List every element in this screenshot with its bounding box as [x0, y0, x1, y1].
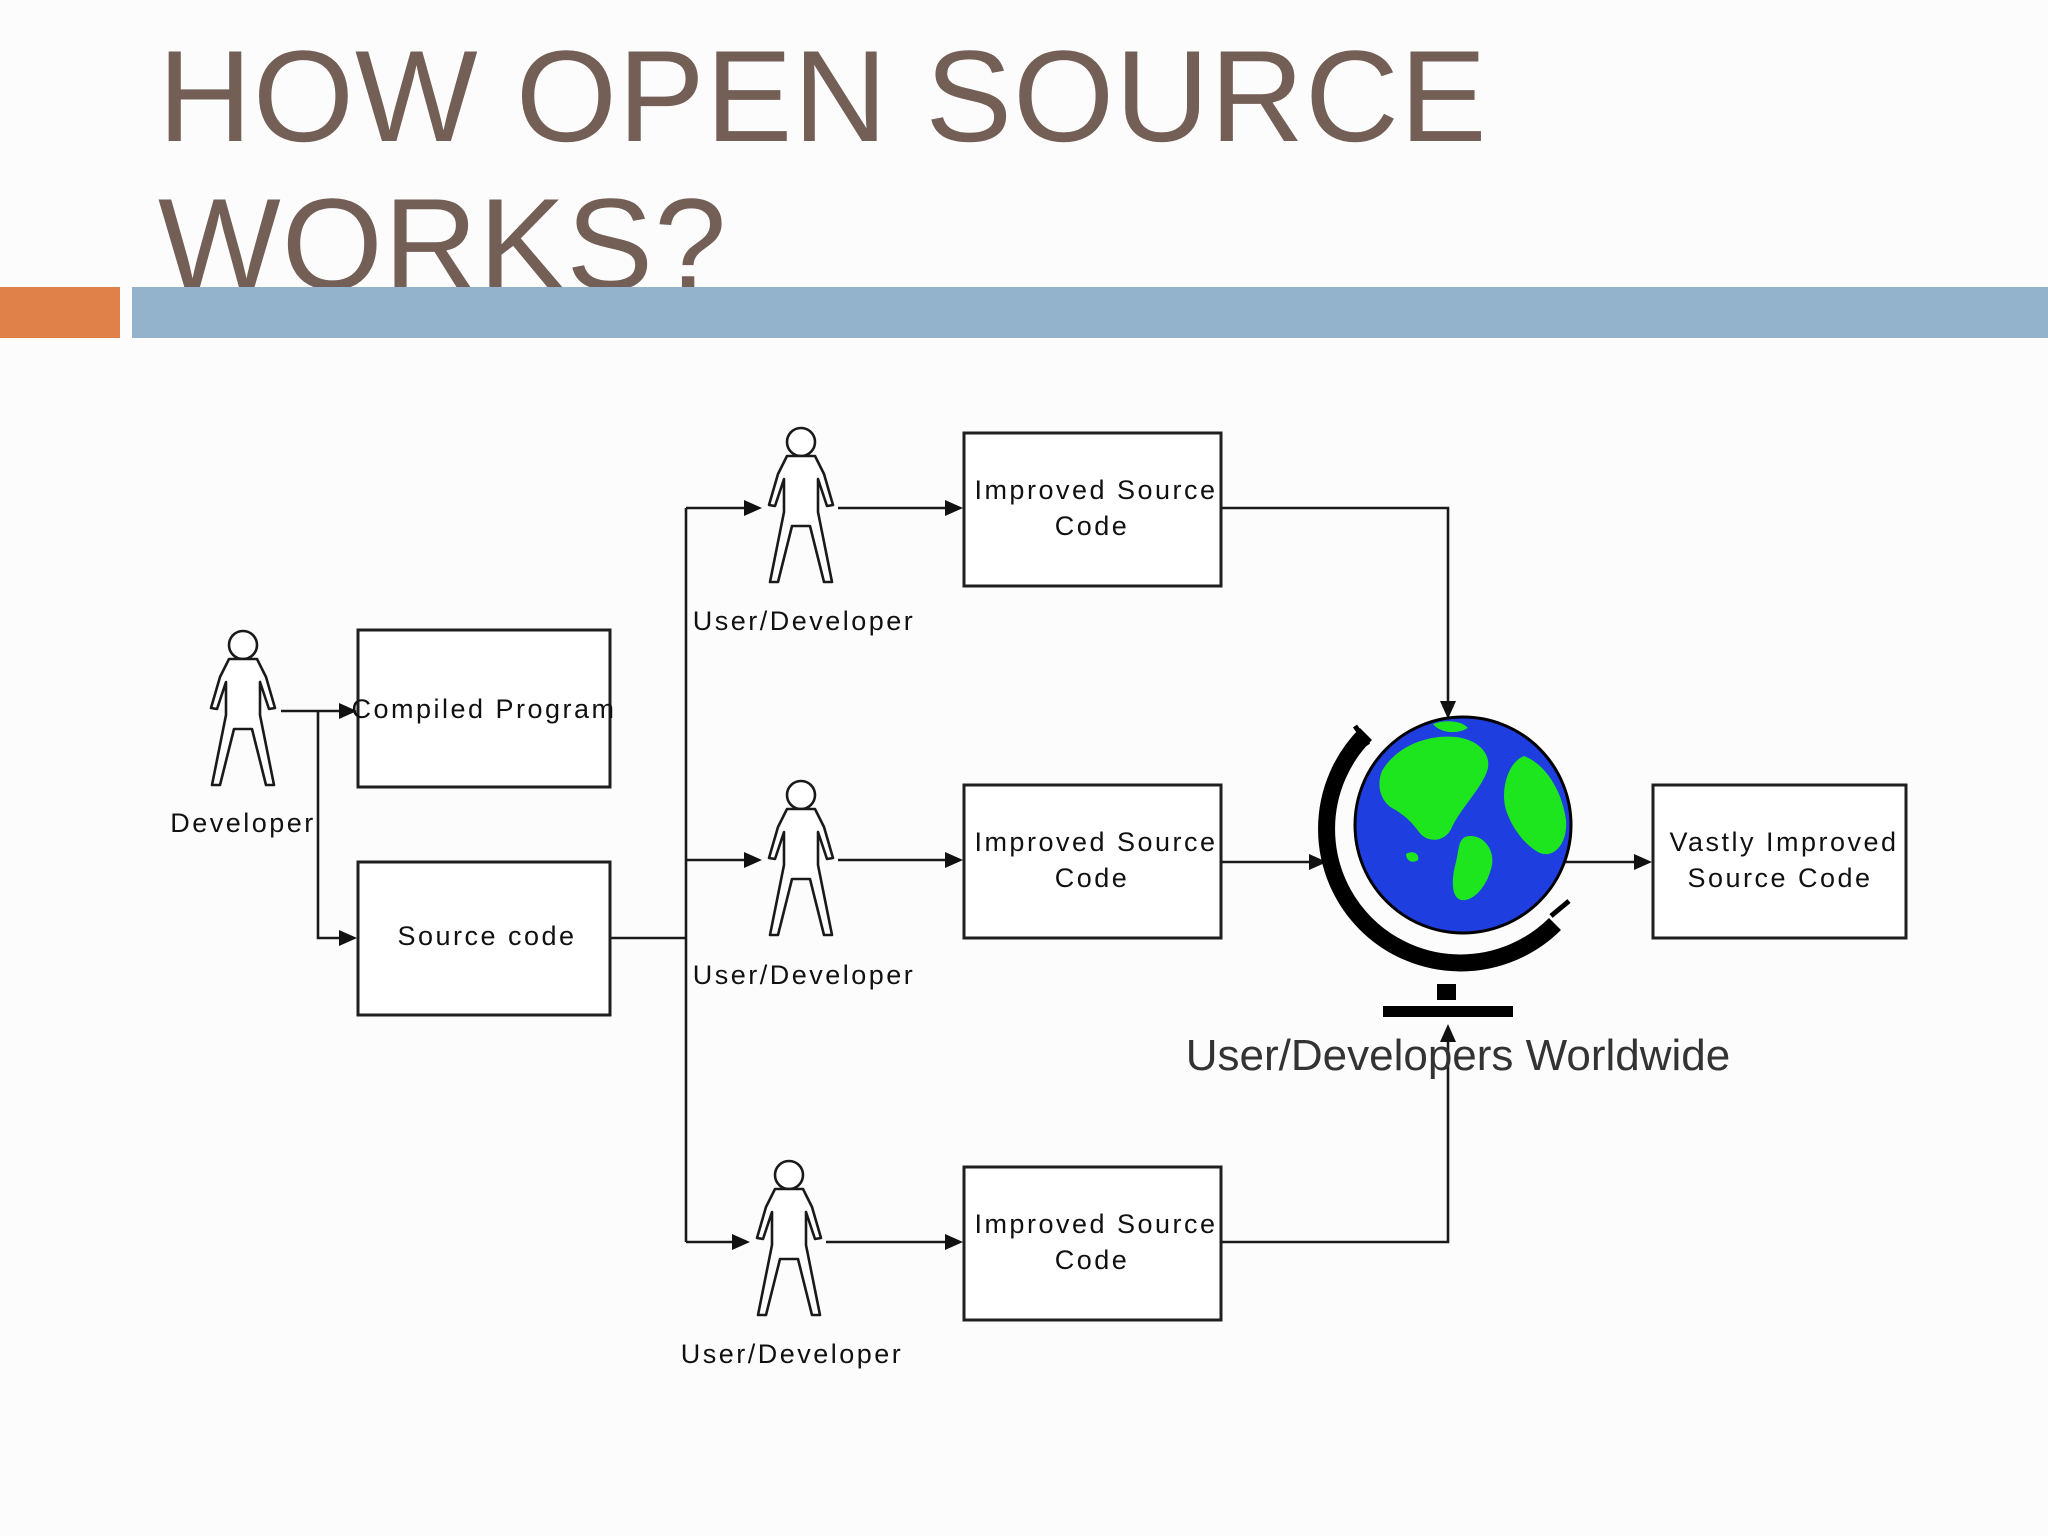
vastly-improved-line-2: Source Code: [1687, 863, 1872, 893]
user-developer-person-icon: [755, 1159, 823, 1317]
user-developer-figure-2: User/Developer: [693, 779, 916, 990]
improved-source-code-1-line-2: Code: [1055, 511, 1130, 541]
arrow-improved-1-to-globe: [1221, 506, 1450, 702]
improved-source-code-3-line-2: Code: [1055, 1245, 1130, 1275]
compiled-program-box: Compiled Program: [351, 628, 616, 789]
developer-figure: Developer: [170, 629, 316, 838]
improved-source-code-box-3: Improved Source Code: [962, 1165, 1223, 1322]
developer-label: Developer: [170, 808, 316, 838]
arrow-improved-3-to-globe: [1221, 1042, 1450, 1244]
slide-title: HOW OPEN SOURCE WORKS?: [158, 22, 1658, 318]
improved-source-code-1-line-1: Improved Source: [974, 475, 1217, 505]
source-code-label: Source code: [397, 921, 576, 951]
worldwide-label: User/Developers Worldwide: [1186, 1031, 1731, 1080]
developer-person-icon: [209, 629, 277, 787]
globe-icon: User/Developers Worldwide: [1186, 715, 1731, 1080]
user-developer-person-icon: [767, 779, 835, 937]
accent-bar-orange: [0, 287, 120, 338]
source-code-box: Source code: [356, 860, 612, 1017]
accent-bar-blue: [132, 287, 2048, 338]
vastly-improved-line-1: Vastly Improved: [1669, 827, 1898, 857]
improved-source-code-box-2: Improved Source Code: [962, 783, 1223, 940]
vastly-improved-source-code-box: Vastly Improved Source Code: [1651, 783, 1908, 940]
user-developer-1-label: User/Developer: [693, 606, 916, 636]
user-developer-person-icon: [767, 426, 835, 584]
connector-lines: [281, 500, 1652, 1250]
compiled-program-label: Compiled Program: [351, 694, 616, 724]
user-developer-3-label: User/Developer: [681, 1339, 904, 1369]
user-developer-figure-3: User/Developer: [681, 1159, 904, 1369]
arrow-developer-to-source-code: [316, 711, 340, 940]
improved-source-code-box-1: Improved Source Code: [962, 431, 1223, 588]
user-developer-figure-1: User/Developer: [693, 426, 916, 636]
improved-source-code-2-line-1: Improved Source: [974, 827, 1217, 857]
improved-source-code-3-line-1: Improved Source: [974, 1209, 1217, 1239]
improved-source-code-2-line-2: Code: [1055, 863, 1130, 893]
user-developer-2-label: User/Developer: [693, 960, 916, 990]
slide-title-line-1: HOW OPEN SOURCE: [158, 23, 1488, 169]
